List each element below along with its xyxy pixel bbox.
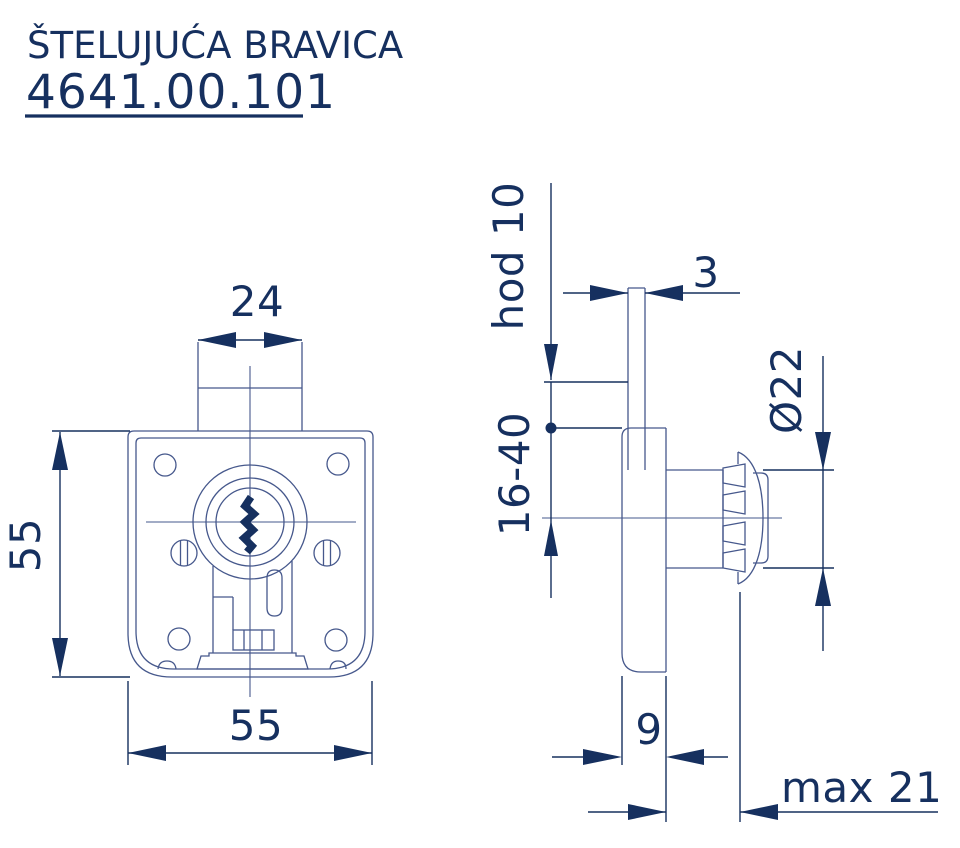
thread-teeth <box>722 463 746 573</box>
mount-hole-bottom-left <box>167 627 191 651</box>
screw-left <box>170 539 198 567</box>
dim-adjust-range: 16-40 <box>490 382 622 598</box>
arrow-down-icon <box>544 344 558 380</box>
arrow-right-icon <box>590 285 628 301</box>
dim-label-16-40: 16-40 <box>490 412 539 537</box>
side-view: hod 10 16-40 3 Ø22 <box>484 182 942 822</box>
cylinder-face-circle <box>215 487 285 557</box>
dim-bolt-stroke: hod 10 <box>484 182 628 383</box>
product-code: 4641.00.101 <box>26 65 336 120</box>
cylinder-cap <box>753 472 769 564</box>
arrow-left-icon <box>128 745 166 761</box>
product-name: ŠTELUJUĆA BRAVICA <box>27 23 403 67</box>
dim-max-reach: max 21 <box>588 592 942 822</box>
front-view: 24 55 55 <box>1 277 374 765</box>
arrow-down-icon <box>52 638 68 676</box>
rosette-flange <box>737 451 764 585</box>
reference-dot <box>545 422 557 434</box>
keyway-slot <box>238 494 260 555</box>
dim-cylinder-diameter: Ø22 <box>762 346 834 651</box>
arrow-right-icon <box>583 749 622 765</box>
screw-right <box>313 539 341 567</box>
dim-label-9: 9 <box>635 705 662 754</box>
arrow-left-icon <box>198 332 236 348</box>
adjuster-box <box>232 629 275 651</box>
dim-label-55-vertical: 55 <box>1 518 50 572</box>
arrow-left-icon <box>740 804 778 820</box>
mount-hole-top-right <box>326 452 350 476</box>
arrow-up-icon <box>815 568 831 606</box>
dim-label-24: 24 <box>230 277 284 326</box>
dim-bolt-thickness: 3 <box>563 248 740 301</box>
dim-label-d22: Ø22 <box>762 346 811 434</box>
bottom-bump-right <box>329 660 347 670</box>
arrow-right-icon <box>264 332 302 348</box>
arrow-up-icon <box>52 432 68 470</box>
arrow-right-icon <box>334 745 372 761</box>
cylinder-housing-circle <box>192 464 308 580</box>
cylinder-barrel <box>666 469 724 569</box>
title-block: ŠTELUJUĆA BRAVICA 4641.00.101 <box>25 23 403 120</box>
dim-housing-width: 24 <box>198 277 302 348</box>
mount-hole-bottom-right <box>324 628 348 652</box>
mount-hole-top-left <box>153 453 177 477</box>
cylinder-bezel-circle <box>205 477 295 567</box>
plate-inner-outline <box>135 437 366 670</box>
dim-label-hod10: hod 10 <box>484 182 533 331</box>
latch-bolt <box>627 287 646 470</box>
dim-body-depth: 9 <box>552 676 728 822</box>
body-profile <box>621 427 666 673</box>
arrow-up-icon <box>544 520 558 556</box>
latch-slot <box>266 569 283 617</box>
dim-label-55-horizontal: 55 <box>229 701 283 750</box>
arrow-down-icon <box>815 432 831 470</box>
latch-mechanism <box>196 561 309 670</box>
arrow-left-icon <box>666 749 704 765</box>
plate-outer-outline <box>127 430 374 678</box>
dim-plate-width: 55 <box>127 681 373 765</box>
dim-label-max21: max 21 <box>781 763 942 812</box>
latch-foot <box>196 652 309 670</box>
dim-plate-height: 55 <box>1 430 130 678</box>
bottom-bump-left <box>157 660 177 670</box>
arrow-right-icon <box>628 804 666 820</box>
arrow-left-icon <box>645 285 683 301</box>
dim-label-3: 3 <box>692 248 719 297</box>
